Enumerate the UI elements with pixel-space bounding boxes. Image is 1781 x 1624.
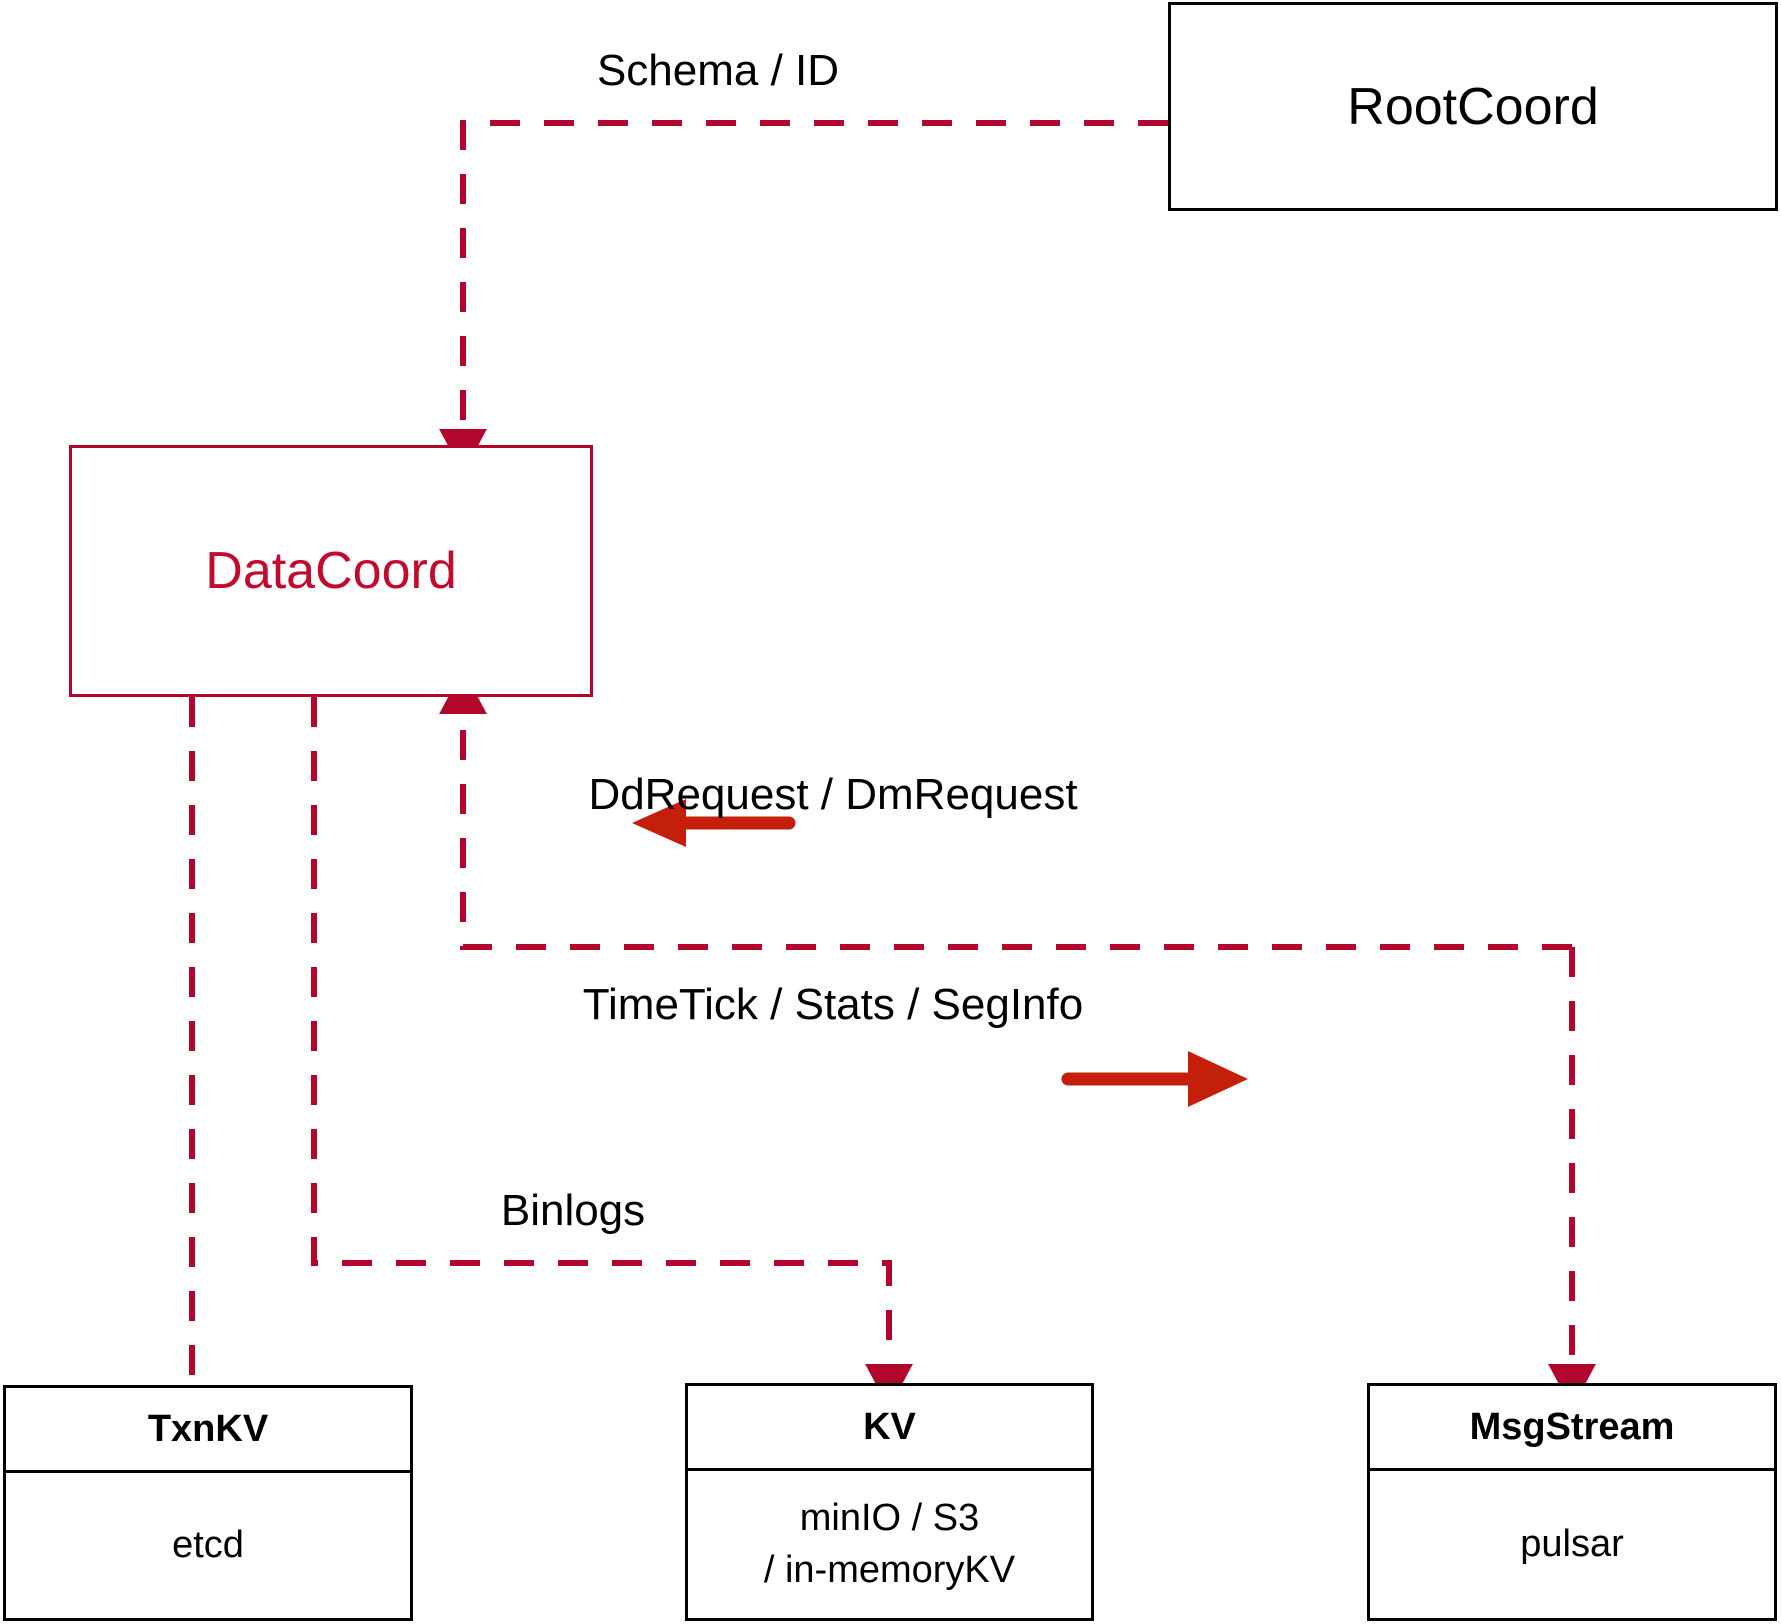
edge-label-dd-dm-request: DdRequest / DmRequest (588, 770, 1078, 819)
node-kv-body-line-2: / in-memoryKV (763, 1548, 1016, 1591)
direction-arrow-right-icon (1061, 1051, 1248, 1107)
node-txnkv-title: TxnKV (6, 1388, 410, 1473)
edge-label-timetick: TimeTick / Stats / SegInfo (582, 980, 1084, 1029)
node-datacoord-label: DataCoord (205, 542, 457, 600)
node-kv[interactable]: KV minIO / S3 / in-memoryKV (685, 1383, 1094, 1621)
edge-label-binlogs: Binlogs (500, 1186, 646, 1235)
node-msgstream[interactable]: MsgStream pulsar (1367, 1383, 1777, 1621)
node-txnkv-body-line: etcd (172, 1523, 244, 1566)
edge-schema-id (439, 120, 1168, 474)
node-kv-body: minIO / S3 / in-memoryKV (688, 1471, 1091, 1618)
node-msgstream-title: MsgStream (1370, 1386, 1774, 1471)
node-kv-title: KV (688, 1386, 1091, 1471)
node-msgstream-body-line: pulsar (1520, 1522, 1624, 1565)
node-rootcoord[interactable]: RootCoord (1168, 2, 1778, 211)
node-rootcoord-label: RootCoord (1347, 77, 1599, 136)
node-txnkv[interactable]: TxnKV etcd (3, 1385, 413, 1621)
edge-label-schema-id: Schema / ID (596, 46, 840, 95)
node-txnkv-body: etcd (6, 1473, 410, 1618)
node-msgstream-body: pulsar (1370, 1471, 1774, 1618)
node-datacoord[interactable]: DataCoord (69, 445, 593, 697)
node-kv-body-line-1: minIO / S3 (799, 1497, 980, 1540)
edge-dd-dm-request (439, 669, 1572, 950)
edge-binlogs (311, 697, 913, 1409)
direction-arrow-left-icon (632, 799, 796, 847)
